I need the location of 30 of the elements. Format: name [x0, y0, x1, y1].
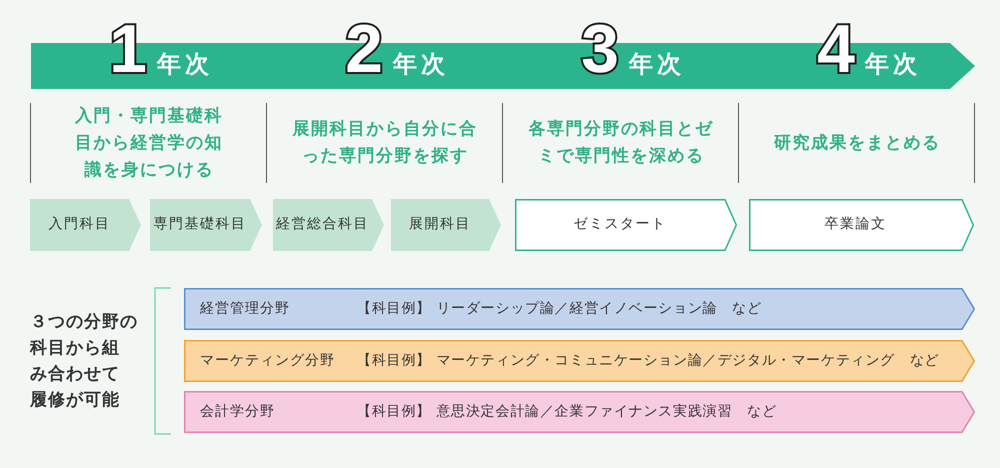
field-name: 会計学分野 [200, 403, 275, 421]
year-description: 各専門分野の科目とゼミで専門性を深める [527, 118, 714, 168]
course-name: 展開科目 [409, 216, 471, 234]
field-bar [184, 288, 975, 330]
field-name: 経営管理分野 [200, 300, 290, 318]
course-examples: 【科目例】 リーダーシップ論／経営イノベーション論 など [357, 300, 762, 318]
year-description: 入門・専門基礎科目から経営学の知識を身につける [74, 104, 224, 182]
course-step-box [749, 199, 974, 251]
field-name: マーケティング分野 [200, 352, 335, 370]
field-bar [184, 391, 975, 433]
course-step-box [515, 199, 737, 251]
year-label: 年次 [156, 52, 213, 76]
course-name: 専門基礎科目 [154, 216, 246, 234]
course-name: 卒業論文 [824, 216, 886, 234]
course-step-box [150, 199, 262, 251]
year-description: 展開科目から自分に合った専門分野を探す [291, 118, 478, 168]
year-label: 年次 [864, 52, 921, 76]
course-step-box [273, 199, 384, 251]
note-text: ３つの分野の科目から組み合わせて履修が可能 [30, 311, 139, 412]
field-bar [184, 340, 975, 382]
course-name: 入門科目 [48, 216, 110, 234]
course-examples: 【科目例】 意思決定会計論／企業ファイナンス実践演習 など [357, 403, 777, 421]
course-name: 経営総合科目 [276, 216, 369, 234]
course-step-box [391, 199, 501, 251]
year-description: 研究成果をまとめる [774, 132, 940, 154]
course-name: ゼミスタート [574, 216, 666, 234]
course-examples: 【科目例】 マーケティング・コミュニケーション論／デジタル・マーケティング など [357, 352, 940, 370]
year-label: 年次 [392, 52, 449, 76]
year-label: 年次 [628, 52, 685, 76]
course-step-box [30, 199, 141, 251]
